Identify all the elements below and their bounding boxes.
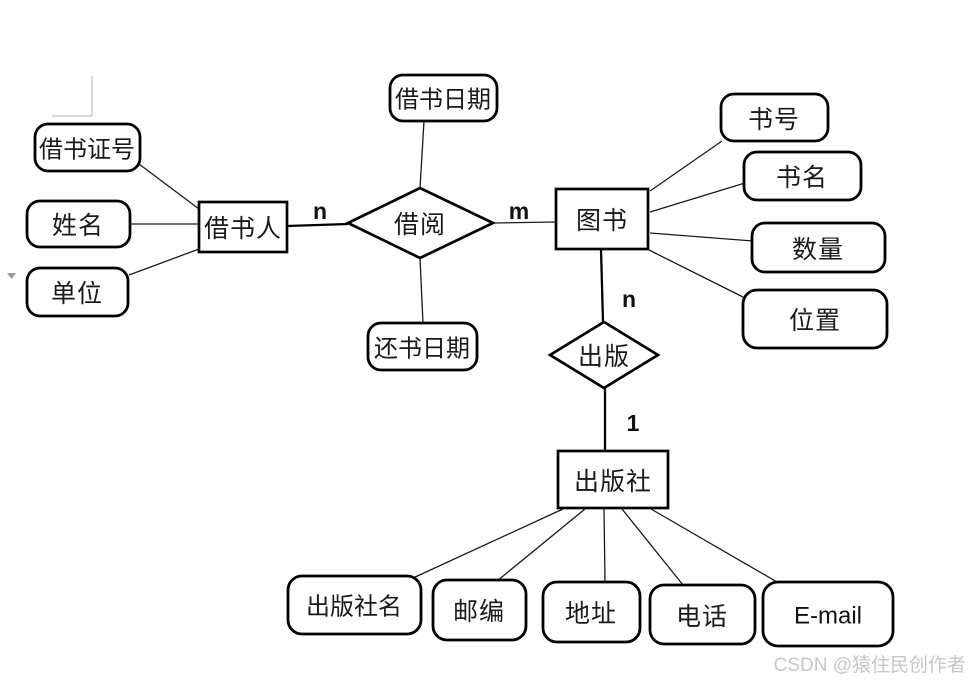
- edge-cardno-borrower: [138, 163, 200, 210]
- attribute-return-date-shape: [366, 321, 479, 372]
- attribute-publisher-name: 出版社名: [286, 574, 423, 636]
- attribute-borrow-date-label: 借书日期: [395, 86, 491, 113]
- attribute-position: 位置: [741, 288, 889, 350]
- attribute-book-title: 书名: [742, 150, 863, 202]
- edge-book-publish: [599, 248, 605, 323]
- attribute-email-label: E-mail: [794, 602, 862, 629]
- attribute-email-shape: [761, 580, 895, 648]
- edge-publisher-publishername: [412, 508, 564, 579]
- entity-borrower: 借书人: [197, 200, 289, 254]
- attribute-email: E-mail: [761, 580, 895, 648]
- cardinality-n-borrower: n: [313, 198, 327, 224]
- attribute-book-no-label: 书号: [748, 106, 800, 134]
- attribute-book-no-shape: [719, 92, 830, 143]
- relationship-borrow-shape: [344, 186, 497, 260]
- attribute-zip: 邮编: [431, 578, 528, 642]
- relationship-publish-label: 出版: [578, 343, 630, 371]
- cardinality-n-publish: n: [622, 286, 636, 312]
- entity-borrower-label: 借书人: [204, 215, 282, 243]
- csdn-watermark: CSDN @猿住民创作者: [774, 654, 966, 676]
- edges: [128, 120, 778, 586]
- attribute-name-shape: [25, 199, 132, 249]
- attribute-position-shape: [741, 288, 889, 350]
- entity-book: 图书: [554, 187, 650, 251]
- edge-book-booktitle: [649, 182, 746, 213]
- edge-publisher-email: [650, 508, 778, 583]
- attribute-unit: 单位: [25, 266, 130, 318]
- attribute-book-title-shape: [742, 150, 863, 202]
- edge-book-quantity: [649, 232, 754, 242]
- attribute-zip-shape: [431, 578, 528, 642]
- attribute-quantity: 数量: [750, 221, 887, 274]
- edge-book-bookno: [649, 140, 723, 192]
- collapse-triangle-icon: [7, 273, 16, 279]
- attribute-quantity-shape: [750, 221, 887, 274]
- edge-borrower-borrow: [286, 222, 349, 228]
- entity-publisher-shape: [556, 449, 670, 510]
- attribute-address: 地址: [541, 580, 642, 644]
- edge-borrow-returndate: [419, 257, 424, 324]
- edge-unit-borrower: [128, 248, 200, 276]
- relationship-publish: 出版: [547, 320, 661, 390]
- relationship-borrow: 借阅: [344, 186, 497, 260]
- attribute-name-label: 姓名: [52, 212, 104, 240]
- cardinality-m-book: m: [509, 198, 529, 224]
- relationship-borrow-label: 借阅: [394, 211, 446, 239]
- edge-borrow-book: [492, 221, 557, 224]
- attribute-zip-label: 邮编: [453, 598, 505, 626]
- entity-book-label: 图书: [576, 207, 628, 235]
- attribute-phone-label: 电话: [676, 603, 728, 631]
- attribute-borrow-date-shape: [388, 73, 499, 123]
- attribute-book-no: 书号: [719, 92, 830, 143]
- attribute-publisher-name-label: 出版社名: [306, 593, 402, 620]
- attribute-card-no: 借书证号: [33, 122, 142, 173]
- attribute-name: 姓名: [25, 199, 132, 249]
- attribute-card-no-label: 借书证号: [39, 136, 135, 163]
- entity-book-shape: [554, 187, 650, 251]
- relationship-publish-shape: [547, 320, 661, 390]
- cardinality-1-publisher: 1: [627, 410, 640, 436]
- attribute-return-date-label: 还书日期: [374, 335, 470, 362]
- edge-publisher-zip: [496, 508, 586, 582]
- entity-publisher: 出版社: [556, 449, 670, 510]
- edge-borrowdate-borrow: [419, 120, 425, 189]
- edge-publisher-phone: [621, 508, 684, 586]
- attribute-phone-shape: [648, 583, 757, 646]
- edge-publisher-address: [603, 508, 606, 583]
- attribute-unit-shape: [25, 266, 130, 318]
- attribute-unit-label: 单位: [51, 280, 103, 308]
- entity-borrower-shape: [197, 200, 289, 254]
- attribute-book-title-label: 书名: [776, 164, 828, 192]
- attribute-address-shape: [541, 580, 642, 644]
- entity-publisher-label: 出版社: [574, 468, 652, 496]
- attribute-card-no-shape: [33, 122, 142, 173]
- attribute-position-label: 位置: [789, 307, 841, 335]
- attribute-phone: 电话: [648, 583, 757, 646]
- attribute-quantity-label: 数量: [792, 236, 844, 264]
- attribute-return-date: 还书日期: [366, 321, 479, 372]
- page-margin-corner-mark: [52, 76, 93, 117]
- attribute-address-label: 地址: [565, 600, 617, 628]
- attribute-publisher-name-shape: [286, 574, 423, 636]
- attribute-borrow-date: 借书日期: [388, 73, 499, 123]
- edge-book-position: [648, 249, 744, 298]
